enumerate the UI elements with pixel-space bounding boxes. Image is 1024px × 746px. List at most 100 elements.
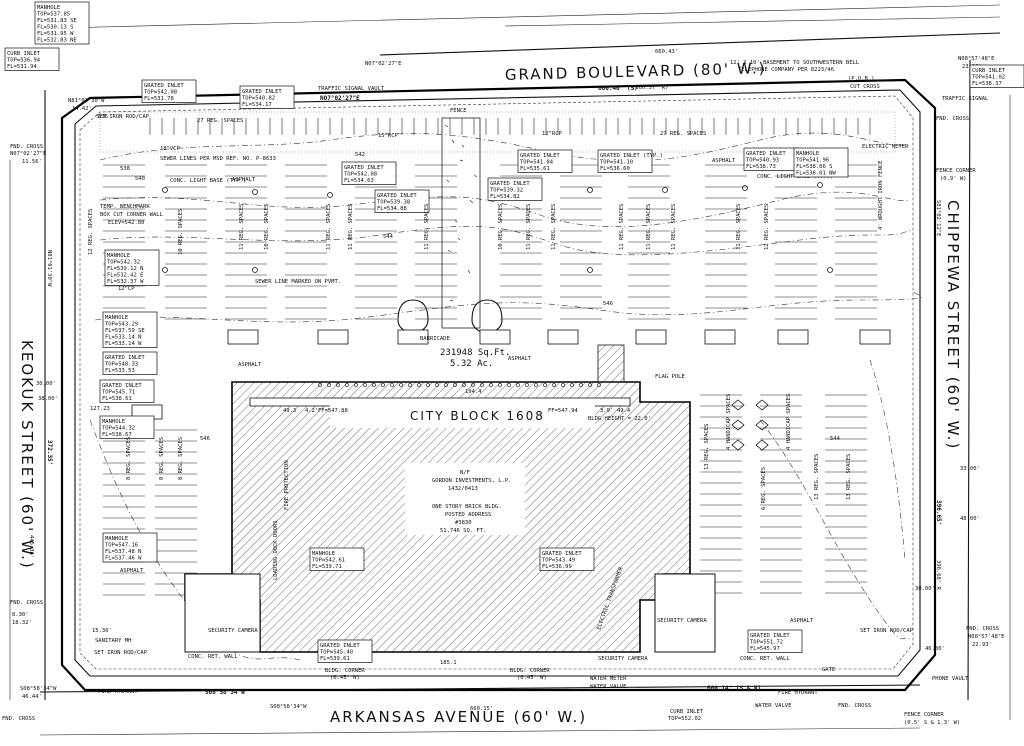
dist-sw: 46.44' bbox=[22, 694, 42, 700]
inlet-callout-box bbox=[309, 547, 365, 571]
note-set-iron-nw: SET IRON ROD/CAP bbox=[96, 114, 150, 120]
inlet-callout-text: FL=538.01 NW bbox=[796, 171, 836, 177]
canopy-column bbox=[345, 383, 349, 387]
note-rcp-12: 12"CP bbox=[118, 286, 135, 292]
barricade-east bbox=[471, 299, 503, 335]
tie-dimension: 46.00' bbox=[925, 646, 945, 652]
bldg-desc1: ONE STORY BRICK BLDG. bbox=[432, 504, 502, 510]
bearing-south-2: S08°58'34"W bbox=[270, 704, 307, 710]
canopy-column bbox=[327, 383, 331, 387]
inlet-callout-text: GRATED INLET bbox=[344, 165, 384, 171]
bearing-ne: N08°57'48"E bbox=[958, 56, 994, 62]
inlet-callout-text: TOP=545.40 bbox=[320, 650, 353, 656]
inlet-callout-text: TOP=551.72 bbox=[750, 640, 783, 646]
inlet-callout-text: FL=534.17 bbox=[242, 102, 272, 108]
light-base bbox=[827, 267, 833, 273]
contour-label: 546 bbox=[200, 436, 210, 442]
site-area-acres: 5.32 Ac. bbox=[450, 359, 493, 369]
parking-row-label: 13 REG. SPACES bbox=[704, 424, 710, 470]
tie-dimension: 8.30' bbox=[12, 612, 29, 618]
canopy-column bbox=[444, 383, 448, 387]
inlet-callout-text: FL=533.14 N bbox=[105, 335, 141, 341]
bldg-desc2: POSTED ADDRESS bbox=[445, 512, 491, 518]
canopy-column bbox=[543, 383, 547, 387]
ff-east: FF=547.94 bbox=[548, 408, 578, 414]
tie-dimension: 33.00' bbox=[960, 466, 980, 472]
parking-row-label: 11 REG. SPACES bbox=[326, 204, 332, 250]
inlet-callout-text: FL=536.60 bbox=[600, 166, 630, 172]
inlet-callout-text: FL=539.71 bbox=[312, 564, 342, 570]
dist-south-2: 660.15' bbox=[470, 706, 493, 712]
inlet-callout-box bbox=[597, 149, 653, 173]
inlet-callout-text: FL=538.67 bbox=[102, 432, 132, 438]
bldg-e-dim: 49.4 bbox=[617, 408, 631, 414]
contour-label: 544 bbox=[830, 436, 841, 442]
inlet-callout-text: GRATED INLET bbox=[490, 181, 530, 187]
contour-label: 542 bbox=[355, 152, 365, 158]
inlet-callout-text: MANHOLE bbox=[107, 253, 130, 259]
inlet-callout-text: GRATED INLET bbox=[520, 153, 560, 159]
inlet-callout-text: FL=538.73 bbox=[746, 164, 776, 170]
inlet-callout-box bbox=[239, 85, 295, 109]
parking-row-label: 12 REG. SPACES bbox=[764, 204, 770, 250]
inlet-callout-text: TOP=547.16 bbox=[105, 543, 138, 549]
tie-dimensions: 127.2330.00'8.30'18.32'15.36'38.00'46.00… bbox=[12, 381, 980, 652]
bearing-sw: S08°58'34"W bbox=[20, 686, 57, 692]
barricade-west bbox=[397, 299, 429, 335]
parking-row-label: 8 REG. SPACES bbox=[126, 437, 132, 480]
light-base bbox=[742, 185, 748, 191]
inlet-callout-text: FL=538.37 bbox=[972, 81, 1002, 87]
bldg-desc4: 51,746 SQ. FT. bbox=[440, 528, 486, 534]
parking-row-label: 11 REG. SPACES bbox=[671, 204, 677, 250]
inlet-callout-text: TOP=548.33 bbox=[105, 362, 138, 368]
inlet-callout-text: FL=530.13 S bbox=[37, 25, 73, 31]
note-fire-hydrant: FIRE HYDRANT bbox=[98, 689, 138, 695]
bearing-nw2: N81°01'30"W bbox=[68, 98, 105, 104]
parking-row-label: 11 REG. SPACES bbox=[348, 204, 354, 250]
note-bldg-corner-1b: (0.45' N) bbox=[330, 675, 360, 681]
parking-row-label: 12 REG. SPACES bbox=[88, 209, 94, 255]
note-water-valve-e: WATER VALVE bbox=[755, 703, 791, 709]
tie-dimension: 48.00' bbox=[960, 516, 980, 522]
canopy-column bbox=[426, 383, 430, 387]
inlet-callout-text: TOP=539.32 bbox=[490, 188, 523, 194]
dist-west: 372.35' bbox=[46, 440, 53, 465]
parking-row-label: 13 REG. SPACES bbox=[814, 454, 820, 500]
parking-row-label: 8 REG. SPACES bbox=[159, 437, 165, 480]
note-asphalt-4: ASPHALT bbox=[712, 158, 736, 164]
inlet-callout-box bbox=[487, 177, 543, 201]
inlet-callout-text: FL=539.61 bbox=[320, 656, 350, 662]
bearing-south-1: S08°58'34"W bbox=[205, 689, 245, 696]
dist-south-1: 600.14' (S & R) bbox=[707, 685, 761, 692]
inlet-callout-text: GRATED INLET bbox=[377, 193, 417, 199]
inlet-callout-text: TOP=541.02 bbox=[972, 75, 1005, 81]
inlet-callout-text: MANHOLE bbox=[796, 151, 819, 157]
dist-west-2: 445.36' bbox=[28, 535, 34, 558]
bearing-east: S81°02'12"E bbox=[935, 200, 941, 236]
site-area-sqft: 231948 Sq.Ft. bbox=[440, 348, 510, 358]
canopy-column bbox=[489, 383, 493, 387]
canopy-column bbox=[552, 383, 556, 387]
handicap-marker bbox=[755, 439, 769, 451]
handicap-markers bbox=[731, 399, 769, 451]
canopy-column bbox=[363, 383, 367, 387]
parking-row-label: 11 REG. SPACES bbox=[424, 204, 430, 250]
note-fire-protection: FIRE PROTECTION bbox=[284, 460, 290, 510]
note-security-camera-e: SECURITY CAMERA bbox=[657, 618, 707, 624]
note-traffic-vault: TRAFFIC SIGNAL VAULT bbox=[318, 86, 385, 92]
note-benchmark2: BOX CUT CORNER WALL bbox=[100, 212, 164, 218]
inlet-callout-text: TOP=541.84 bbox=[520, 160, 554, 166]
parking-row-label: 11 REG. SPACES bbox=[526, 204, 532, 250]
inlet-callout-text: FL=534.88 bbox=[377, 206, 407, 212]
note-wrought-iron: 4' WROUGHT IRON FENCE bbox=[878, 160, 884, 230]
street-east-label: CHIPPEWA STREET (60' W.) bbox=[944, 200, 962, 450]
tie-dimension: 38.00' bbox=[38, 396, 58, 402]
